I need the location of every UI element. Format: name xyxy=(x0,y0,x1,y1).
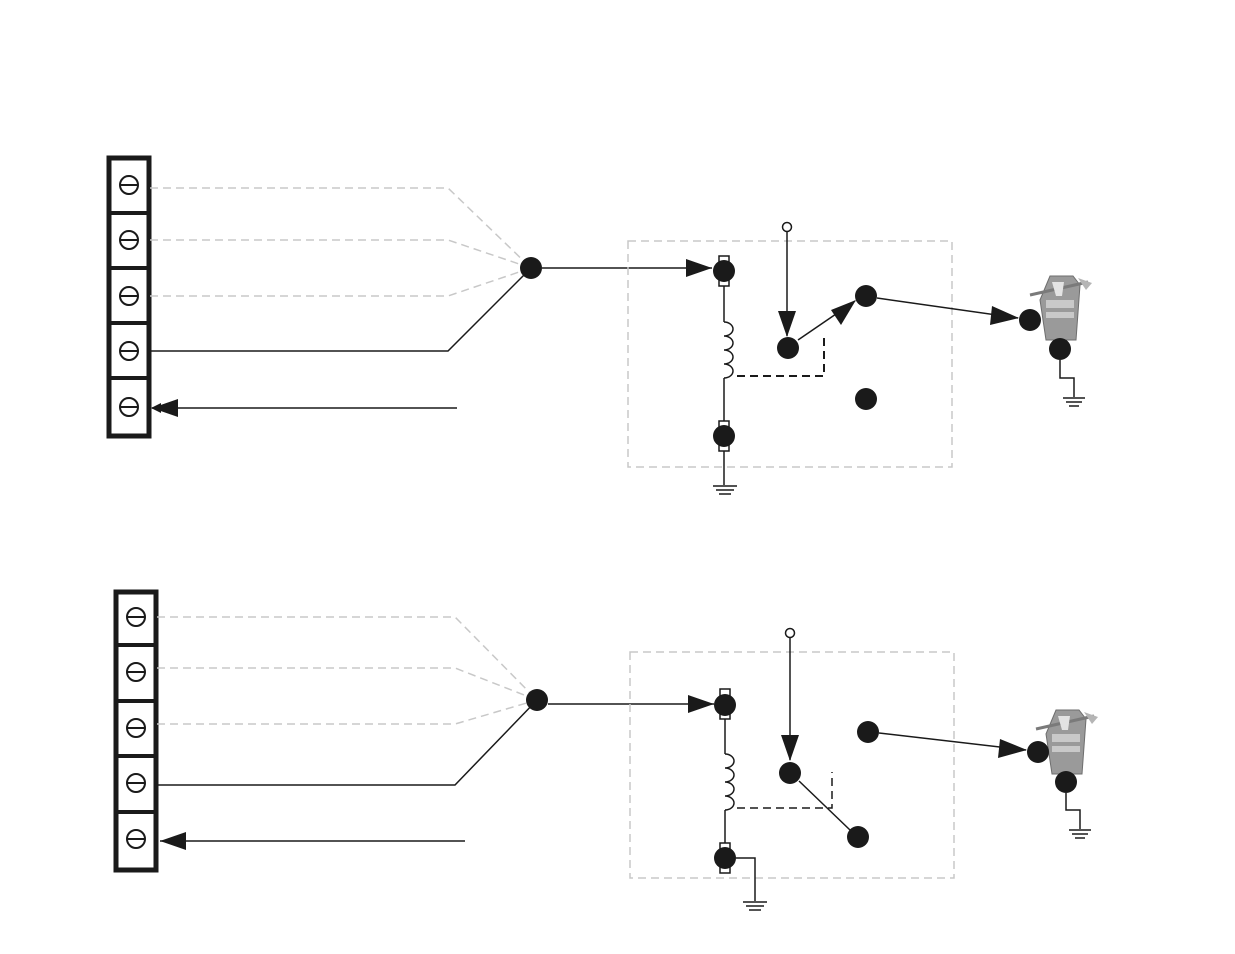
horn-terminal-positive xyxy=(1027,741,1049,763)
lower-diagram xyxy=(116,592,1098,910)
screw-terminal-icon xyxy=(127,830,145,848)
normally-open-contact xyxy=(855,285,877,307)
coil-terminal-top xyxy=(714,694,736,716)
screw-terminal-icon xyxy=(120,231,138,249)
junction-node-icon xyxy=(526,689,548,711)
coil-terminal-bottom xyxy=(713,425,735,447)
screw-terminal-icon xyxy=(127,608,145,626)
horn-terminal-negative xyxy=(1055,771,1077,793)
screw-terminal-icon xyxy=(120,398,138,416)
screw-terminal-icon xyxy=(127,774,145,792)
inactive-wires xyxy=(150,188,531,296)
normally-closed-contact xyxy=(847,826,869,848)
supply-terminal-icon xyxy=(786,629,795,638)
screw-terminal-icon xyxy=(120,342,138,360)
horn-terminal-positive xyxy=(1019,309,1041,331)
horn-terminal-negative xyxy=(1049,338,1071,360)
terminal-strip xyxy=(109,158,149,436)
inactive-wires xyxy=(157,617,537,724)
ground-icon xyxy=(713,486,737,494)
upper-diagram xyxy=(109,158,1092,494)
ground-icon xyxy=(743,902,767,910)
active-wire xyxy=(157,700,537,785)
coil-icon xyxy=(724,322,733,378)
common-contact xyxy=(779,762,801,784)
screw-terminal-icon xyxy=(127,663,145,681)
terminal-strip xyxy=(116,592,156,870)
coil-terminal-top xyxy=(713,260,735,282)
junction-node-icon xyxy=(520,257,542,279)
normally-open-contact xyxy=(857,721,879,743)
screw-terminal-icon xyxy=(127,719,145,737)
active-wire xyxy=(150,268,531,351)
normally-closed-contact xyxy=(855,388,877,410)
screw-terminal-icon xyxy=(120,287,138,305)
supply-terminal-icon xyxy=(783,223,792,232)
screw-terminal-icon xyxy=(120,176,138,194)
horn-icon xyxy=(1036,710,1098,774)
coil-terminal-bottom xyxy=(714,847,736,869)
coil-icon xyxy=(725,754,734,810)
ground-icon xyxy=(1069,830,1091,838)
ground-icon xyxy=(1063,398,1085,406)
common-contact xyxy=(777,337,799,359)
horn-icon xyxy=(1030,276,1092,340)
